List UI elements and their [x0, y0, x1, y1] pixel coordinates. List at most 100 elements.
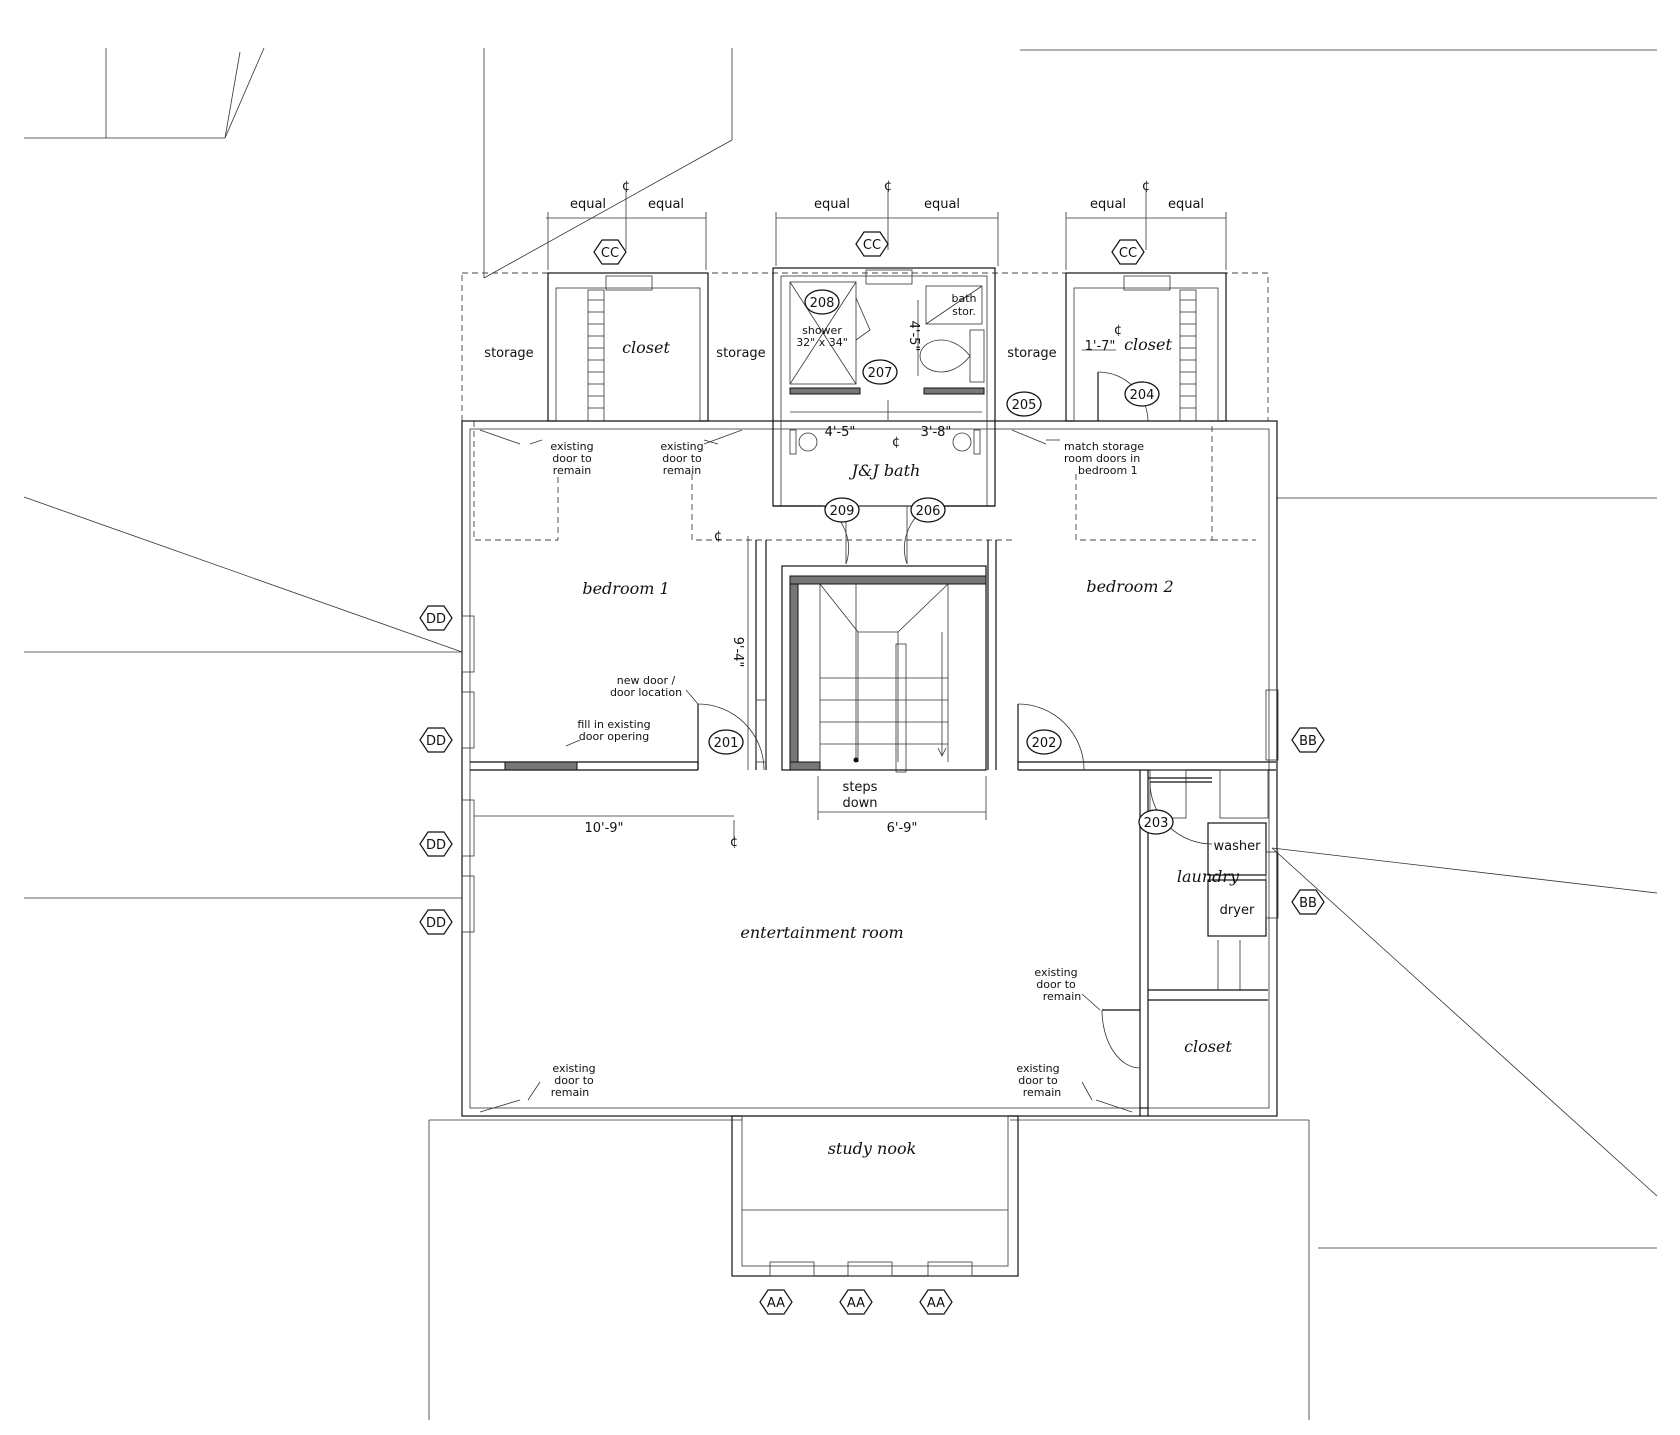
window-tag-cc-2: CC [855, 231, 889, 257]
svg-text:AA: AA [767, 1296, 785, 1311]
svg-text:201: 201 [714, 736, 739, 751]
svg-text:existing: existing [1016, 1062, 1059, 1075]
shower-label-1: shower [802, 324, 842, 337]
window-tag-aa-2: AA [839, 1289, 873, 1315]
svg-text:CC: CC [601, 246, 619, 261]
bath-stor-label-2: stor. [952, 305, 976, 318]
svg-text:door location: door location [610, 686, 682, 699]
centerline-mark-5: ¢ [892, 435, 900, 450]
laundry-label: laundry [1177, 867, 1240, 886]
note-match-storage: match storage room doors in bedroom 1 [1064, 440, 1144, 477]
door-tag-209: 209 [824, 497, 860, 523]
svg-text:door to: door to [554, 1074, 594, 1087]
washer-label: washer [1214, 839, 1262, 854]
window-tag-dd-2: DD [419, 727, 453, 753]
door-tag-203: 203 [1138, 809, 1174, 835]
centerline-mark-6: ¢ [714, 529, 722, 544]
note-new-door: new door / door location [610, 674, 682, 699]
leader-lines [527, 439, 1101, 1101]
svg-text:existing: existing [550, 440, 593, 453]
closet-shelving [587, 289, 1197, 422]
dim-10-9: 10'-9" [584, 821, 623, 836]
dim-equal-6: equal [1168, 197, 1204, 212]
stair [781, 565, 987, 773]
note-existing-door-5: existing door to remain [1016, 1062, 1061, 1099]
door-tag-207: 207 [862, 359, 898, 385]
storage-label-1: storage [484, 346, 533, 361]
svg-text:DD: DD [426, 916, 446, 931]
storage-label-2: storage [716, 346, 765, 361]
svg-text:DD: DD [426, 612, 446, 627]
centerline-mark-2: ¢ [884, 179, 892, 194]
svg-text:206: 206 [916, 504, 941, 519]
note-existing-door-3: existing door to remain [1034, 966, 1081, 1003]
exterior-walls [461, 267, 1278, 1277]
svg-text:207: 207 [868, 366, 893, 381]
storage-label-3: storage [1007, 346, 1056, 361]
svg-text:existing: existing [660, 440, 703, 453]
windows [461, 269, 1279, 1277]
svg-text:door to: door to [1018, 1074, 1058, 1087]
svg-text:AA: AA [927, 1296, 945, 1311]
svg-text:remain: remain [1043, 990, 1082, 1003]
window-tag-bb-1: BB [1291, 727, 1325, 753]
dim-equal-3: equal [814, 197, 850, 212]
door-tag-204: 204 [1124, 381, 1160, 407]
door-tag-201: 201 [708, 729, 744, 755]
svg-text:door opering: door opering [579, 730, 649, 743]
svg-text:208: 208 [810, 296, 835, 311]
window-tag-cc-3: CC [1111, 239, 1145, 265]
dim-1-7: 1'-7" [1085, 339, 1116, 354]
note-existing-door-1: existing door to remain [550, 440, 593, 477]
centerline-mark-1: ¢ [622, 179, 630, 194]
svg-text:remain: remain [663, 464, 702, 477]
svg-text:BB: BB [1299, 896, 1317, 911]
door-swings [479, 371, 1213, 1113]
bedroom-1-label: bedroom 1 [582, 579, 669, 598]
window-tag-cc-1: CC [593, 239, 627, 265]
centerline-mark-3: ¢ [1142, 179, 1150, 194]
dim-4-5-horiz: 4'-5" [825, 425, 856, 440]
dim-3-8: 3'-8" [921, 425, 952, 440]
svg-text:door to: door to [552, 452, 592, 465]
steps-label-1: steps [843, 780, 878, 795]
window-tag-dd-4: DD [419, 909, 453, 935]
svg-text:match storage: match storage [1064, 440, 1144, 453]
door-tag-202: 202 [1026, 729, 1062, 755]
svg-text:204: 204 [1130, 388, 1155, 403]
window-tag-aa-3: AA [919, 1289, 953, 1315]
shower-label-2: 32" x 34" [796, 336, 848, 349]
svg-text:fill in existing: fill in existing [577, 718, 650, 731]
door-tag-208: 208 [804, 289, 840, 315]
svg-text:202: 202 [1032, 736, 1057, 751]
dim-equal-4: equal [924, 197, 960, 212]
dim-equal-1: equal [570, 197, 606, 212]
study-nook-label: study nook [828, 1139, 917, 1158]
dim-4-5-vert: 4'-5" [906, 321, 921, 352]
svg-text:DD: DD [426, 734, 446, 749]
svg-text:AA: AA [847, 1296, 865, 1311]
svg-text:door to: door to [662, 452, 702, 465]
svg-text:new door /: new door / [617, 674, 676, 687]
svg-text:DD: DD [426, 838, 446, 853]
svg-text:bedroom 1: bedroom 1 [1078, 464, 1138, 477]
closet-left-label: closet [622, 338, 670, 357]
dashed-outlines [461, 272, 1269, 541]
svg-text:existing: existing [552, 1062, 595, 1075]
svg-text:209: 209 [830, 504, 855, 519]
dim-equal-2: equal [648, 197, 684, 212]
note-existing-door-4: existing door to remain [551, 1062, 596, 1099]
bath-fixtures [773, 281, 995, 565]
svg-text:203: 203 [1144, 816, 1169, 831]
jj-bath-label: J&J bath [849, 461, 921, 480]
closet-right-label: closet [1124, 335, 1172, 354]
note-fill-in-door: fill in existing door opering [577, 718, 650, 743]
window-tag-dd-1: DD [419, 605, 453, 631]
dimension-lines [474, 190, 1227, 840]
dim-6-9: 6'-9" [887, 821, 918, 836]
centerline-mark-7: ¢ [730, 835, 738, 850]
closet-lower-label: closet [1184, 1037, 1232, 1056]
svg-text:remain: remain [553, 464, 592, 477]
svg-text:BB: BB [1299, 734, 1317, 749]
